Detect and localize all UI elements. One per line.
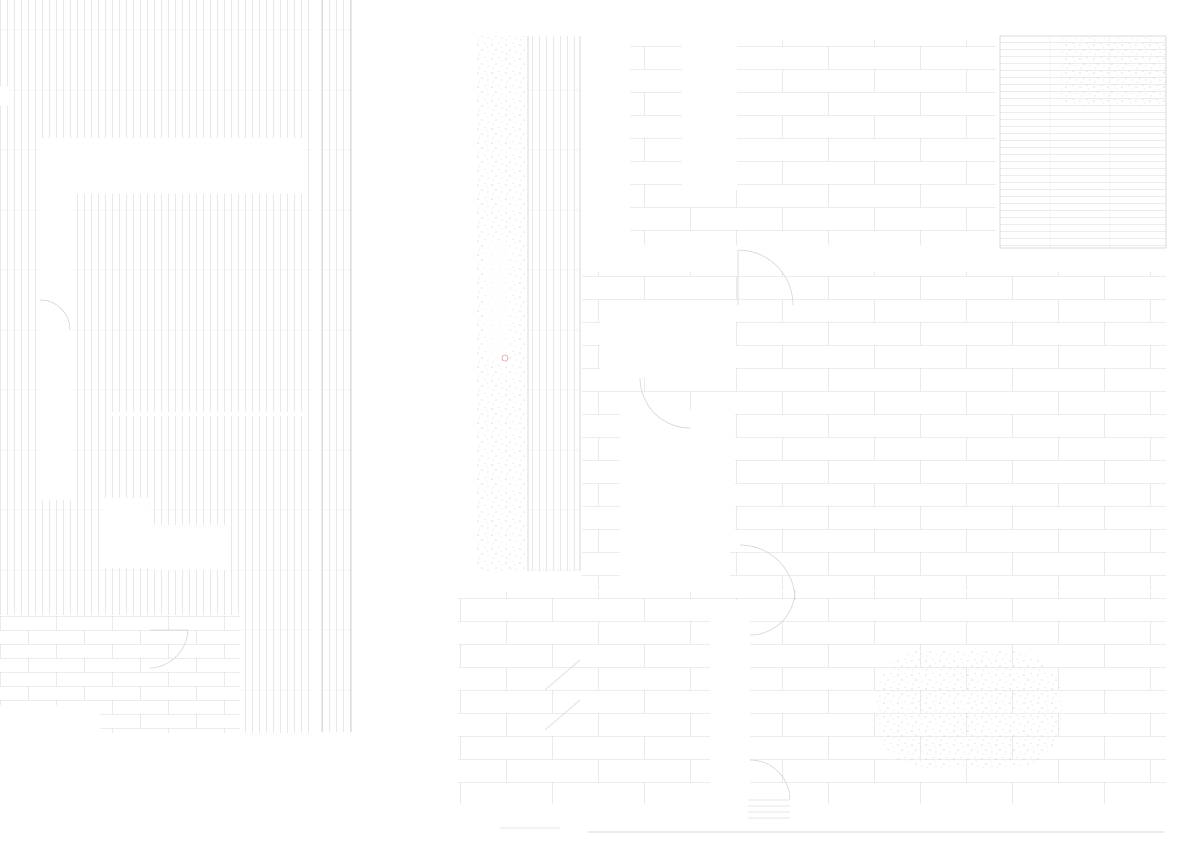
right-plan-sheet: [458, 35, 1167, 833]
left-door-swing: [149, 629, 189, 669]
right-diagonal-mark: [544, 659, 581, 731]
right-central-void-1: [600, 300, 736, 378]
right-top-void: [682, 40, 737, 190]
left-plan-sheet: [0, 0, 352, 733]
left-brick-floor-edge: [100, 705, 240, 733]
left-room-void-top: [38, 138, 304, 194]
right-door-swing-2: [639, 377, 691, 429]
right-door-swing-3: [739, 544, 796, 601]
right-stipple-corner: [1060, 36, 1166, 106]
right-bottom-stipple: [876, 650, 1062, 768]
left-room-void-mid: [38, 194, 74, 500]
right-bottom-void: [710, 600, 750, 810]
left-room-void-band: [108, 412, 304, 416]
left-room-void-notch: [150, 525, 230, 570]
right-plank-column: [528, 36, 580, 571]
right-door-swing-1: [737, 249, 794, 306]
left-brick-floor: [0, 615, 240, 705]
right-door-swing-4: [749, 589, 796, 636]
right-central-void-2: [620, 410, 735, 545]
left-room-void-low: [105, 498, 150, 568]
right-stair-fragment: [748, 799, 790, 819]
right-accent-mark: [501, 354, 509, 362]
left-wall-right-block: [240, 615, 312, 733]
right-central-void-3: [620, 545, 730, 595]
right-column-inner-void: [485, 240, 510, 360]
left-wall-strip: [322, 0, 352, 732]
right-door-swing-5: [749, 759, 791, 801]
left-room-void-side: [0, 86, 10, 106]
left-door-swing-2: [39, 299, 71, 331]
